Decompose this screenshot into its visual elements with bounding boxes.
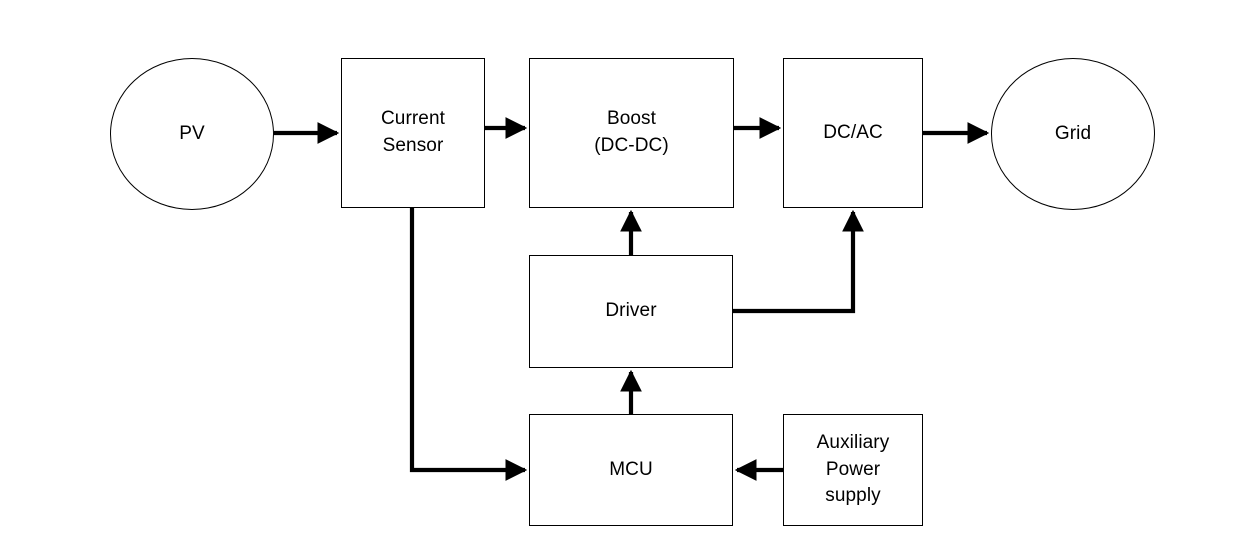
connector-current-sensor-to-mcu bbox=[409, 208, 528, 481]
node-dc-ac-label: DC/AC bbox=[823, 121, 883, 143]
node-mcu-label: MCU bbox=[609, 458, 653, 480]
node-grid-label: Grid bbox=[1054, 122, 1092, 144]
node-grid[interactable]: Grid bbox=[991, 58, 1155, 210]
node-boost[interactable]: Boost (DC-DC) bbox=[529, 58, 734, 208]
node-aux-power-label: Auxiliary Power supply bbox=[816, 431, 890, 507]
node-boost-label: Boost (DC-DC) bbox=[594, 108, 669, 156]
node-driver-label: Driver bbox=[605, 300, 657, 322]
node-driver[interactable]: Driver bbox=[529, 255, 733, 368]
connector-driver-to-dc-ac bbox=[733, 209, 864, 314]
node-current-sensor-label: Current Sensor bbox=[380, 108, 446, 156]
node-mcu[interactable]: MCU bbox=[529, 414, 733, 526]
node-aux-power[interactable]: Auxiliary Power supply bbox=[783, 414, 923, 526]
node-pv[interactable]: PV bbox=[110, 58, 274, 210]
node-current-sensor[interactable]: Current Sensor bbox=[341, 58, 485, 208]
node-pv-label: PV bbox=[179, 122, 205, 144]
node-dc-ac[interactable]: DC/AC bbox=[783, 58, 923, 208]
